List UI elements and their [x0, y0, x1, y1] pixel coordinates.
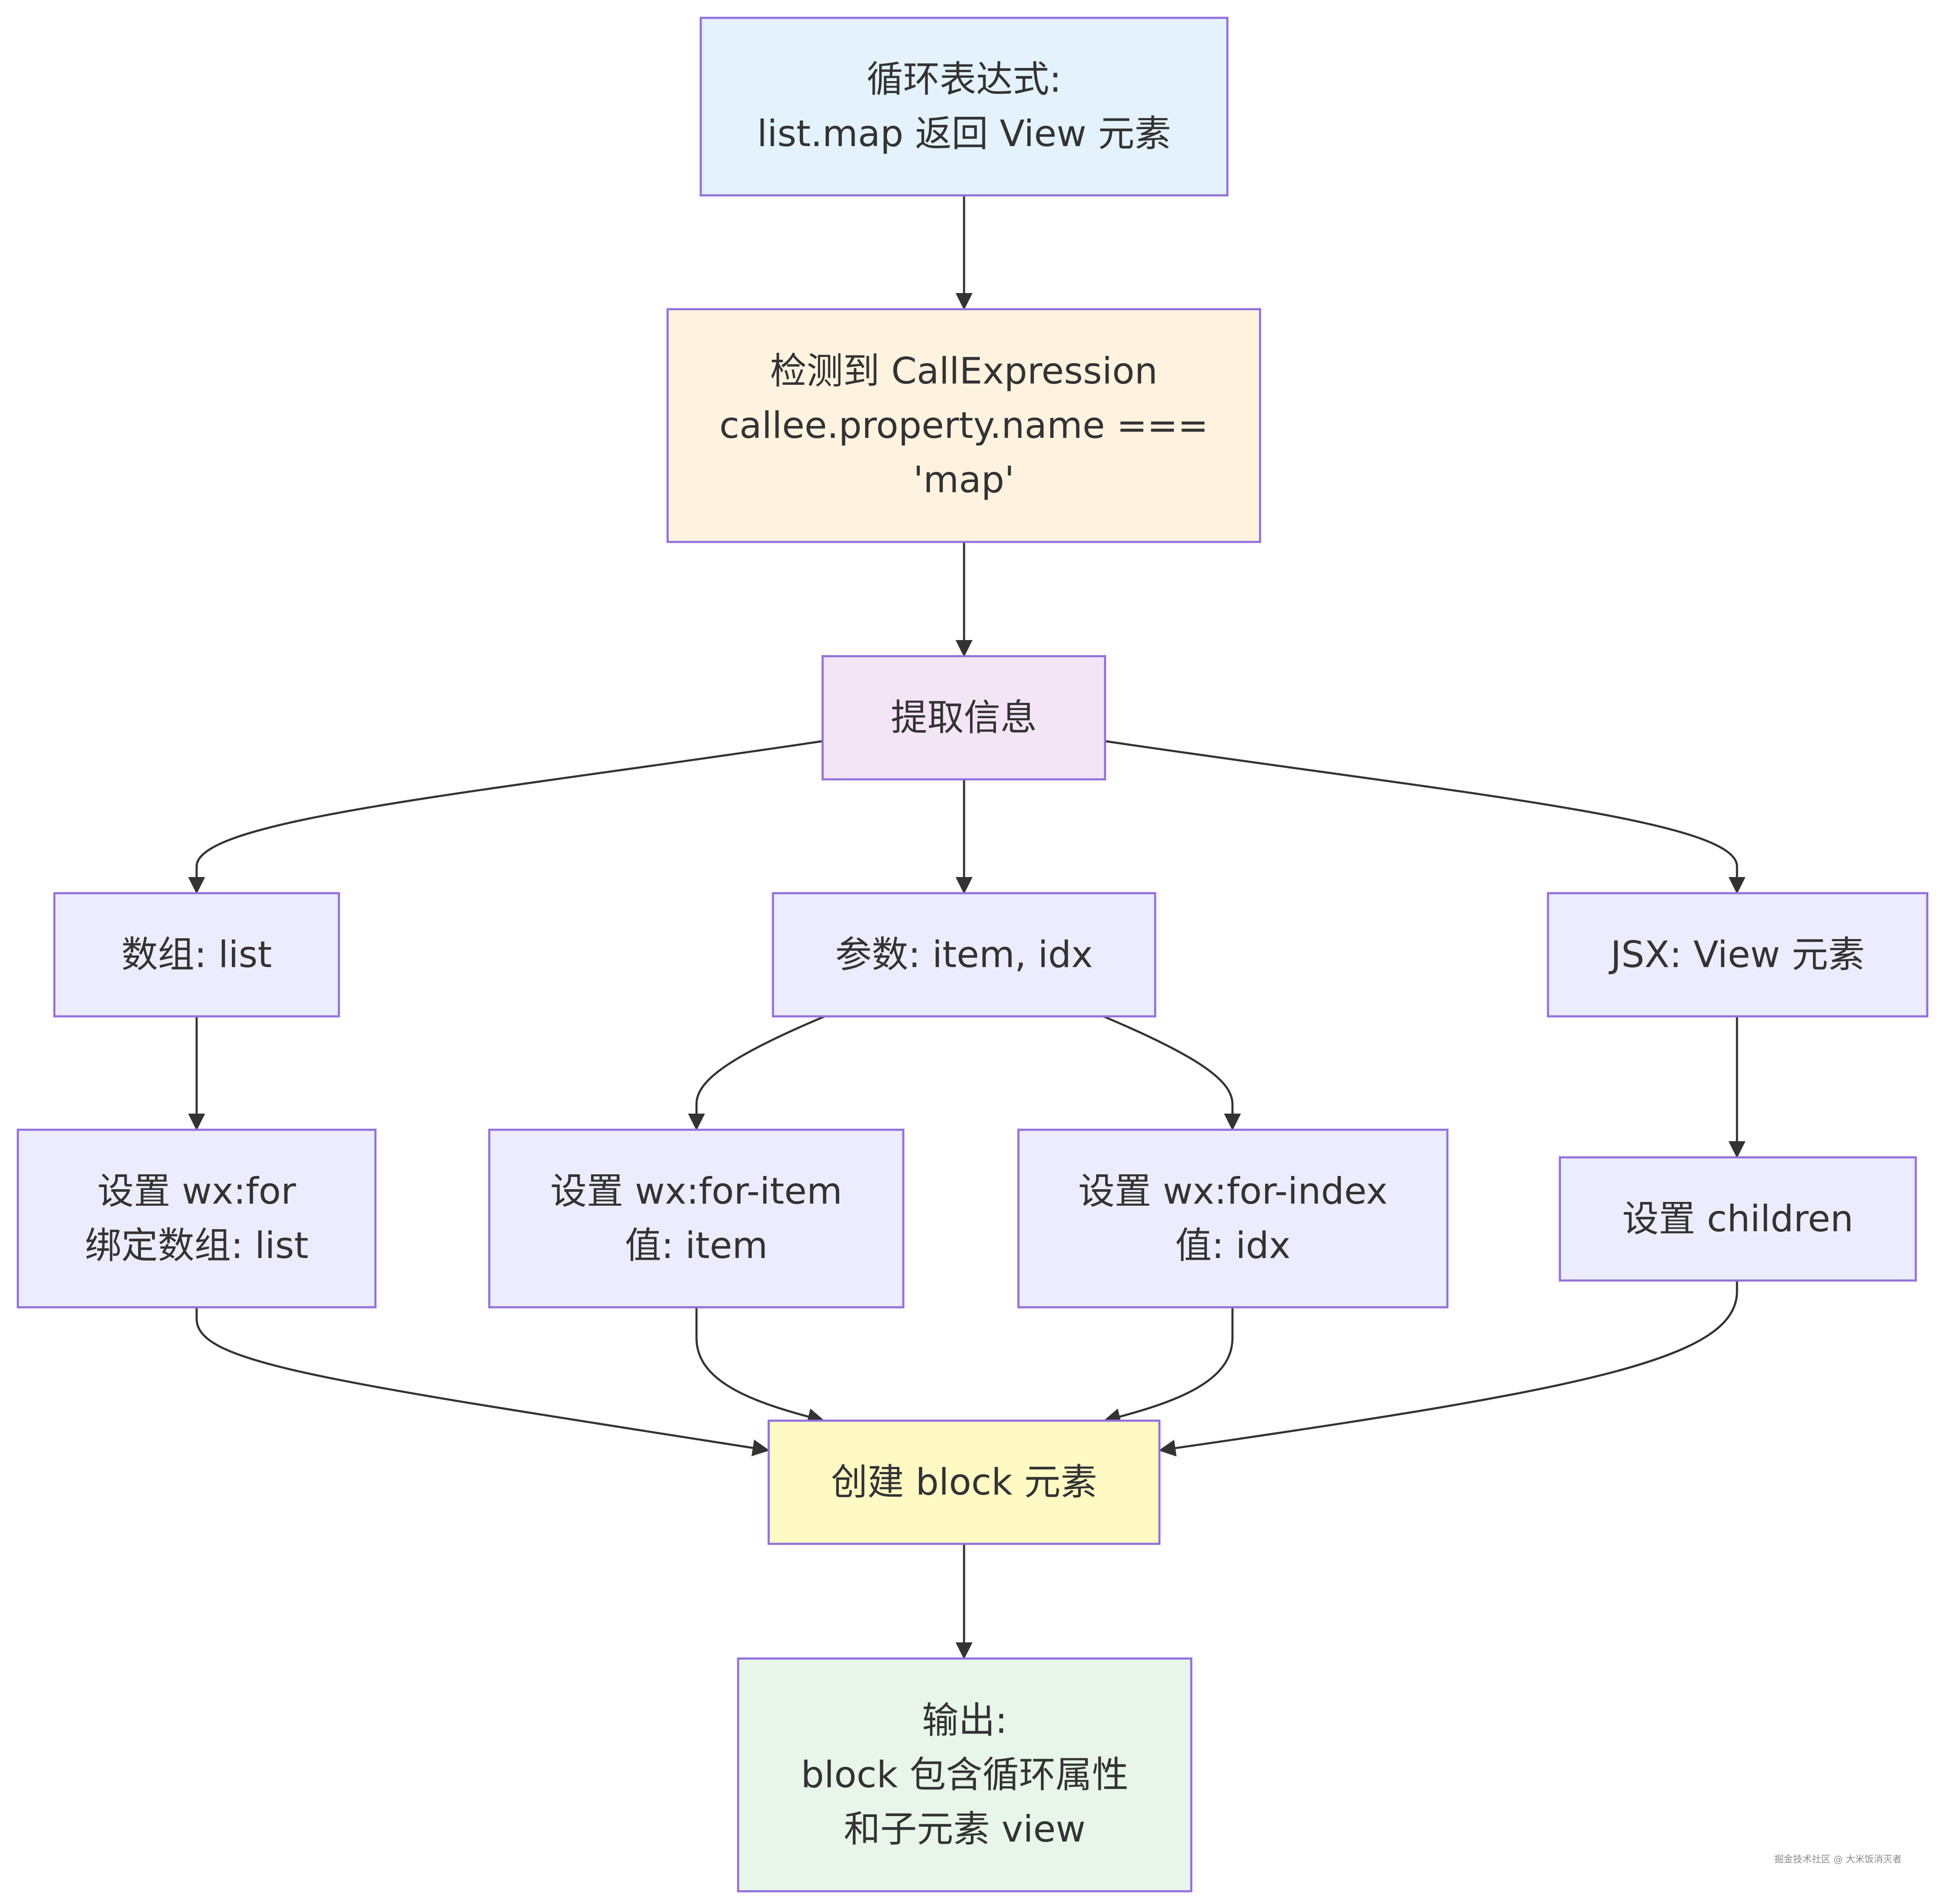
node-box-set-wx-for-item [488, 1128, 905, 1309]
node-label-detect-call-line-2: 'map' [913, 459, 1014, 501]
node-set-wx-for: 设置 wx:for 绑定数组: list [17, 1128, 377, 1309]
edge-set-wx-for-item-to-create-block [695, 1307, 825, 1425]
node-label-set-wx-for-index-line-0: 设置 wx:for-index [1078, 1170, 1388, 1213]
node-array-list: 数组: list [53, 892, 340, 1018]
node-detect-call: 检测到 CallExpression callee.property.name =… [666, 308, 1261, 543]
node-box-detect-call [666, 308, 1261, 543]
node-box-params [772, 892, 1156, 1018]
node-set-wx-for-item: 设置 wx:for-item 值: item [488, 1128, 905, 1309]
node-box-set-wx-for-index [1017, 1128, 1449, 1309]
node-box-set-wx-for [17, 1128, 377, 1309]
node-label-set-wx-for-line-0: 设置 wx:for [97, 1170, 296, 1213]
node-label-loop-expr-line-1: list.map 返回 View 元素 [757, 113, 1171, 155]
node-label-params-line-0: 参数: item, idx [835, 934, 1093, 976]
node-label-output-line-1: block 包含循环属性 [801, 1754, 1129, 1796]
node-label-output-line-0: 输出: [922, 1699, 1007, 1742]
node-box-jsx-view [1547, 892, 1929, 1018]
node-label-set-wx-for-item-line-0: 设置 wx:for-item [550, 1170, 843, 1213]
node-label-set-children-line-0: 设置 children [1622, 1198, 1853, 1240]
edge-params-to-set-wx-for-index [1103, 1015, 1241, 1131]
node-set-wx-for-index: 设置 wx:for-index 值: idx [1017, 1128, 1449, 1309]
node-label-jsx-view-line-0: JSX: View 元素 [1608, 934, 1865, 976]
node-loop-expr: 循环表达式: list.map 返回 View 元素 [699, 17, 1229, 197]
node-label-set-wx-for-index-line-1: 值: idx [1175, 1224, 1291, 1267]
edge-extract-info-to-array-list [188, 740, 823, 894]
edge-params-to-set-wx-for-item [688, 1015, 825, 1131]
node-label-set-wx-for-line-1: 绑定数组: list [85, 1224, 309, 1267]
node-label-array-list-line-0: 数组: list [121, 934, 272, 976]
node-params: 参数: item, idx [772, 892, 1156, 1018]
node-set-children: 设置 children [1559, 1156, 1917, 1282]
edges-layer [188, 195, 1745, 1659]
node-box-output [737, 1657, 1193, 1893]
node-label-loop-expr-line-0: 循环表达式: [867, 58, 1062, 101]
edge-set-wx-for-to-create-block [195, 1307, 770, 1456]
edge-extract-info-to-jsx-view [1105, 740, 1745, 894]
node-label-output-line-2: 和子元素 view [844, 1808, 1086, 1850]
node-label-detect-call-line-0: 检测到 CallExpression [770, 350, 1158, 392]
node-label-create-block-line-0: 创建 block 元素 [831, 1461, 1097, 1503]
node-box-array-list [53, 892, 340, 1018]
node-label-extract-info-line-0: 提取信息 [891, 697, 1037, 739]
node-extract-info: 提取信息 [821, 655, 1106, 781]
watermark-text: 掘金技术社区 @ 大米饭消灭者 [1774, 1854, 1902, 1865]
edge-set-wx-for-index-to-create-block [1103, 1307, 1234, 1425]
node-box-create-block [767, 1419, 1161, 1545]
node-label-detect-call-line-1: callee.property.name === [719, 404, 1209, 447]
node-box-loop-expr [699, 17, 1229, 197]
node-box-extract-info [821, 655, 1106, 781]
edge-set-children-to-create-block [1159, 1281, 1738, 1457]
node-label-set-wx-for-item-line-1: 值: item [625, 1224, 768, 1267]
node-create-block: 创建 block 元素 [767, 1419, 1161, 1545]
node-box-set-children [1559, 1156, 1917, 1282]
node-jsx-view: JSX: View 元素 [1547, 892, 1929, 1018]
